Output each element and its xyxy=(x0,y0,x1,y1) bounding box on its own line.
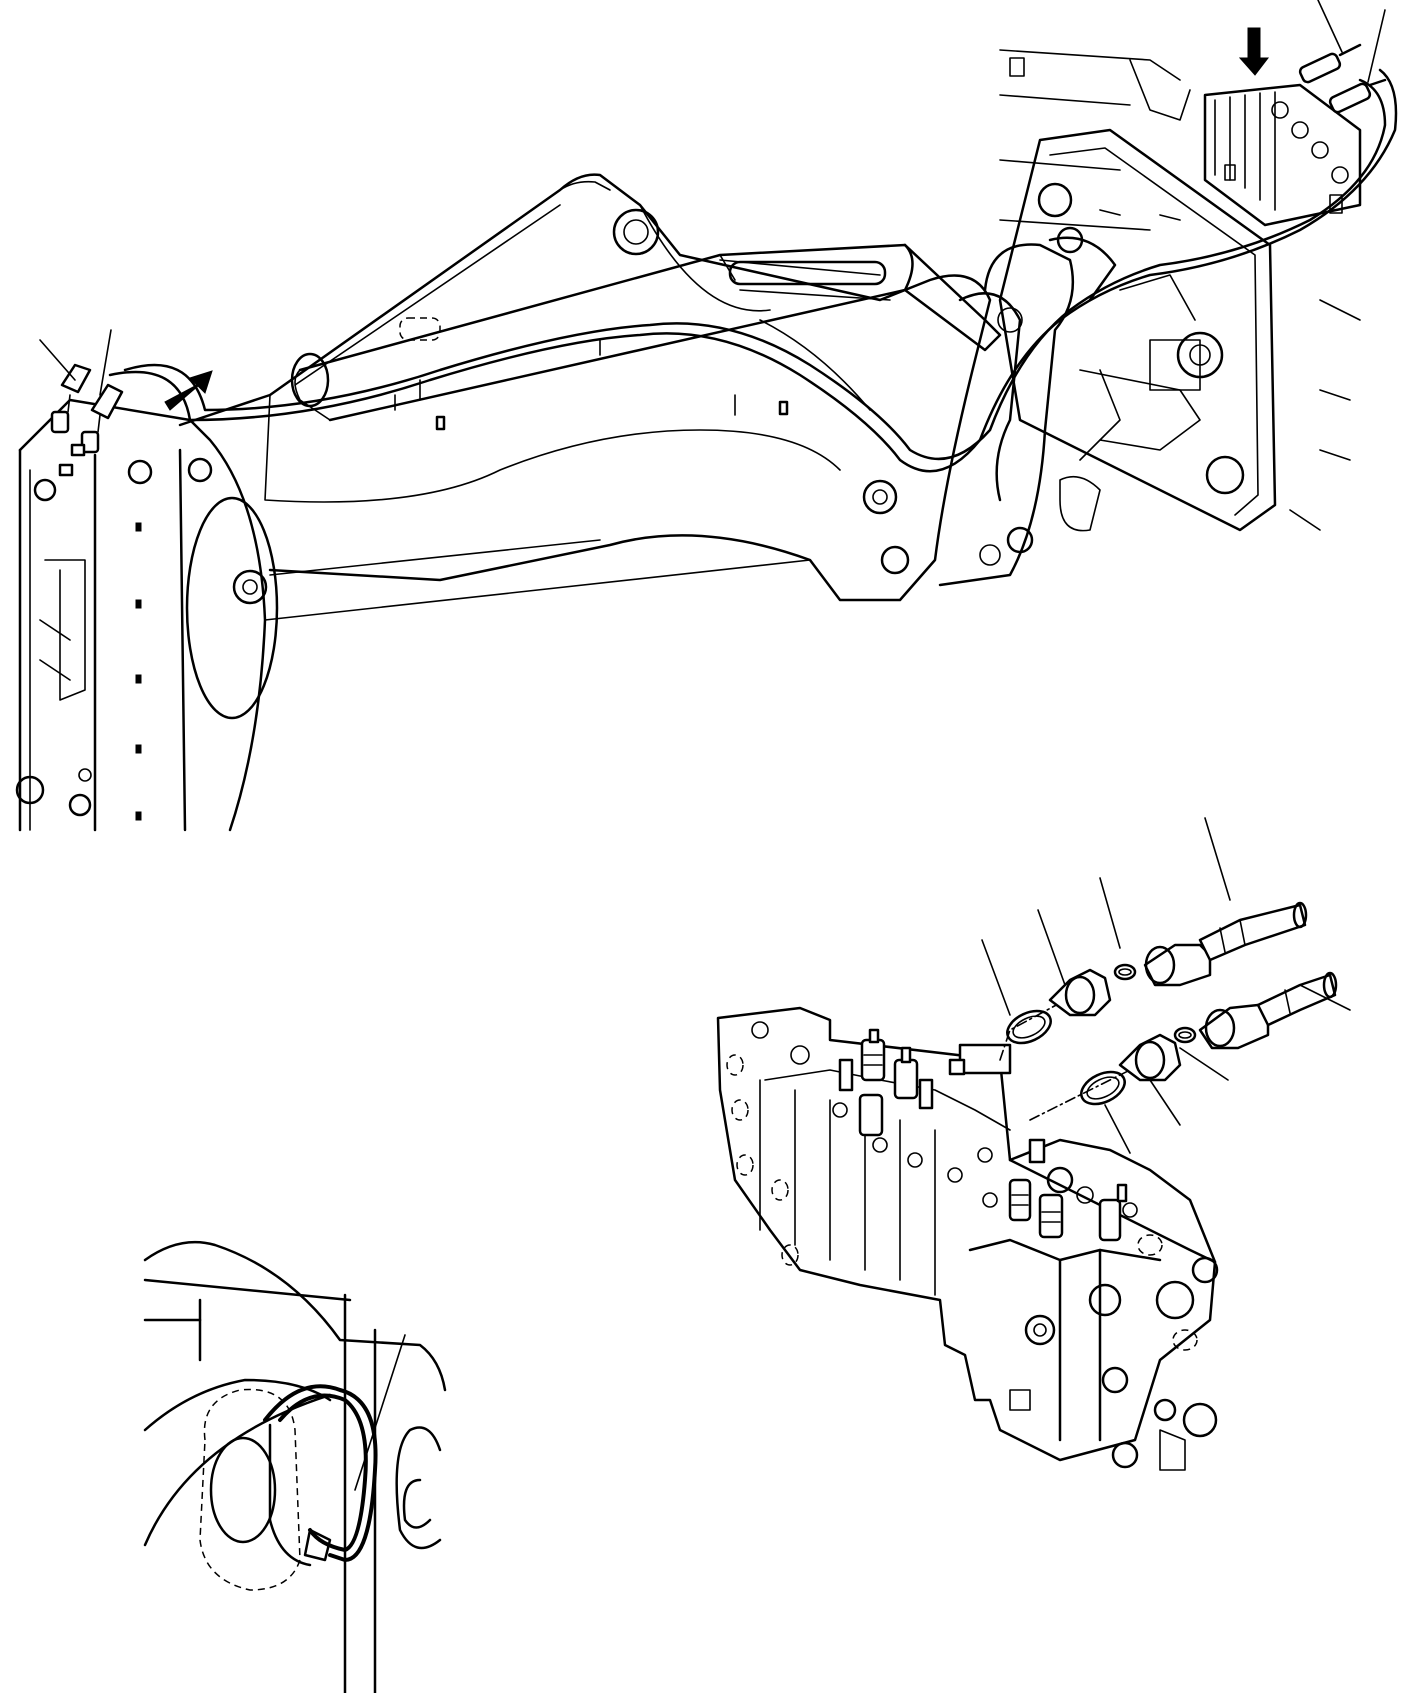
boom-cylinder xyxy=(290,243,1002,422)
arm-section xyxy=(15,398,811,832)
control-valve-small xyxy=(1203,83,1362,227)
leader-lines-main xyxy=(39,0,1386,396)
control-valve-detail xyxy=(716,817,1351,1471)
upper-fitting-set xyxy=(1006,901,1308,1045)
hose-clamp-detail xyxy=(143,1240,447,1693)
boom-body xyxy=(178,173,992,602)
arrow-boom-connection xyxy=(164,370,213,411)
swing-bracket xyxy=(998,128,1277,532)
arrow-valve-connection xyxy=(1238,27,1270,76)
upper-structure xyxy=(999,49,1361,531)
boom-hose-fittings xyxy=(50,363,124,477)
control-valve-body xyxy=(716,1006,1219,1471)
valve-hose-couplers xyxy=(1298,43,1387,114)
valve-bolts xyxy=(751,1021,1138,1218)
valve-spools xyxy=(838,1028,1128,1242)
attachment-hose-lines xyxy=(108,68,1398,473)
leader-lines-detail xyxy=(981,817,1351,1154)
lower-fitting-set xyxy=(1080,971,1338,1106)
boom-assembly-view xyxy=(15,0,1398,832)
